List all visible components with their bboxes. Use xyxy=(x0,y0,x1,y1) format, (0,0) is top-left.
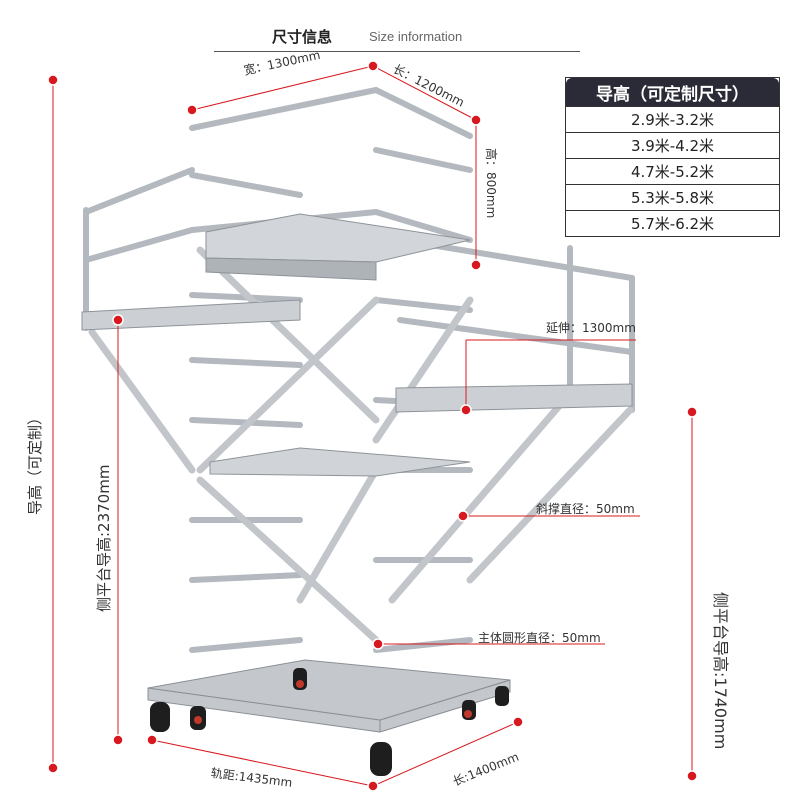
platforms xyxy=(81,213,633,477)
header-divider xyxy=(214,51,580,52)
main-tube-diameter-label: 主体圆形直径：50mm xyxy=(478,631,601,645)
spec-table-title: 导高（可定制尺寸） xyxy=(566,78,779,106)
base-frame xyxy=(147,659,511,733)
height-spec-table: 导高（可定制尺寸） 2.9米-3.2米 3.9米-4.2米 4.7米-5.2米 … xyxy=(565,77,780,237)
header-title: 尺寸信息 xyxy=(272,28,333,46)
diagonal-braces xyxy=(88,246,634,644)
header-subtitle: Size information xyxy=(369,29,463,44)
rungs-and-rails xyxy=(83,87,635,653)
height-label: 高：800mm xyxy=(484,148,498,219)
dimension-markers xyxy=(47,60,698,792)
brace-diameter-label: 斜撑直径：50mm xyxy=(536,502,635,516)
spec-row: 5.3米-5.8米 xyxy=(566,184,779,210)
spec-row: 3.9米-4.2米 xyxy=(566,132,779,158)
side-platform-left-label: 侧平台导高:2370mm xyxy=(95,464,113,612)
spec-row: 5.7米-6.2米 xyxy=(566,210,779,236)
spec-row: 4.7米-5.2米 xyxy=(566,158,779,184)
guide-height-label: 导高（可定制） xyxy=(26,409,44,515)
extension-label: 延伸：1300mm xyxy=(546,321,636,335)
side-platform-right-label: 侧平台导高:1740mm xyxy=(711,592,730,750)
caster-wheels xyxy=(150,668,509,776)
spec-row: 2.9米-3.2米 xyxy=(566,106,779,132)
dimension-lines xyxy=(52,65,693,787)
